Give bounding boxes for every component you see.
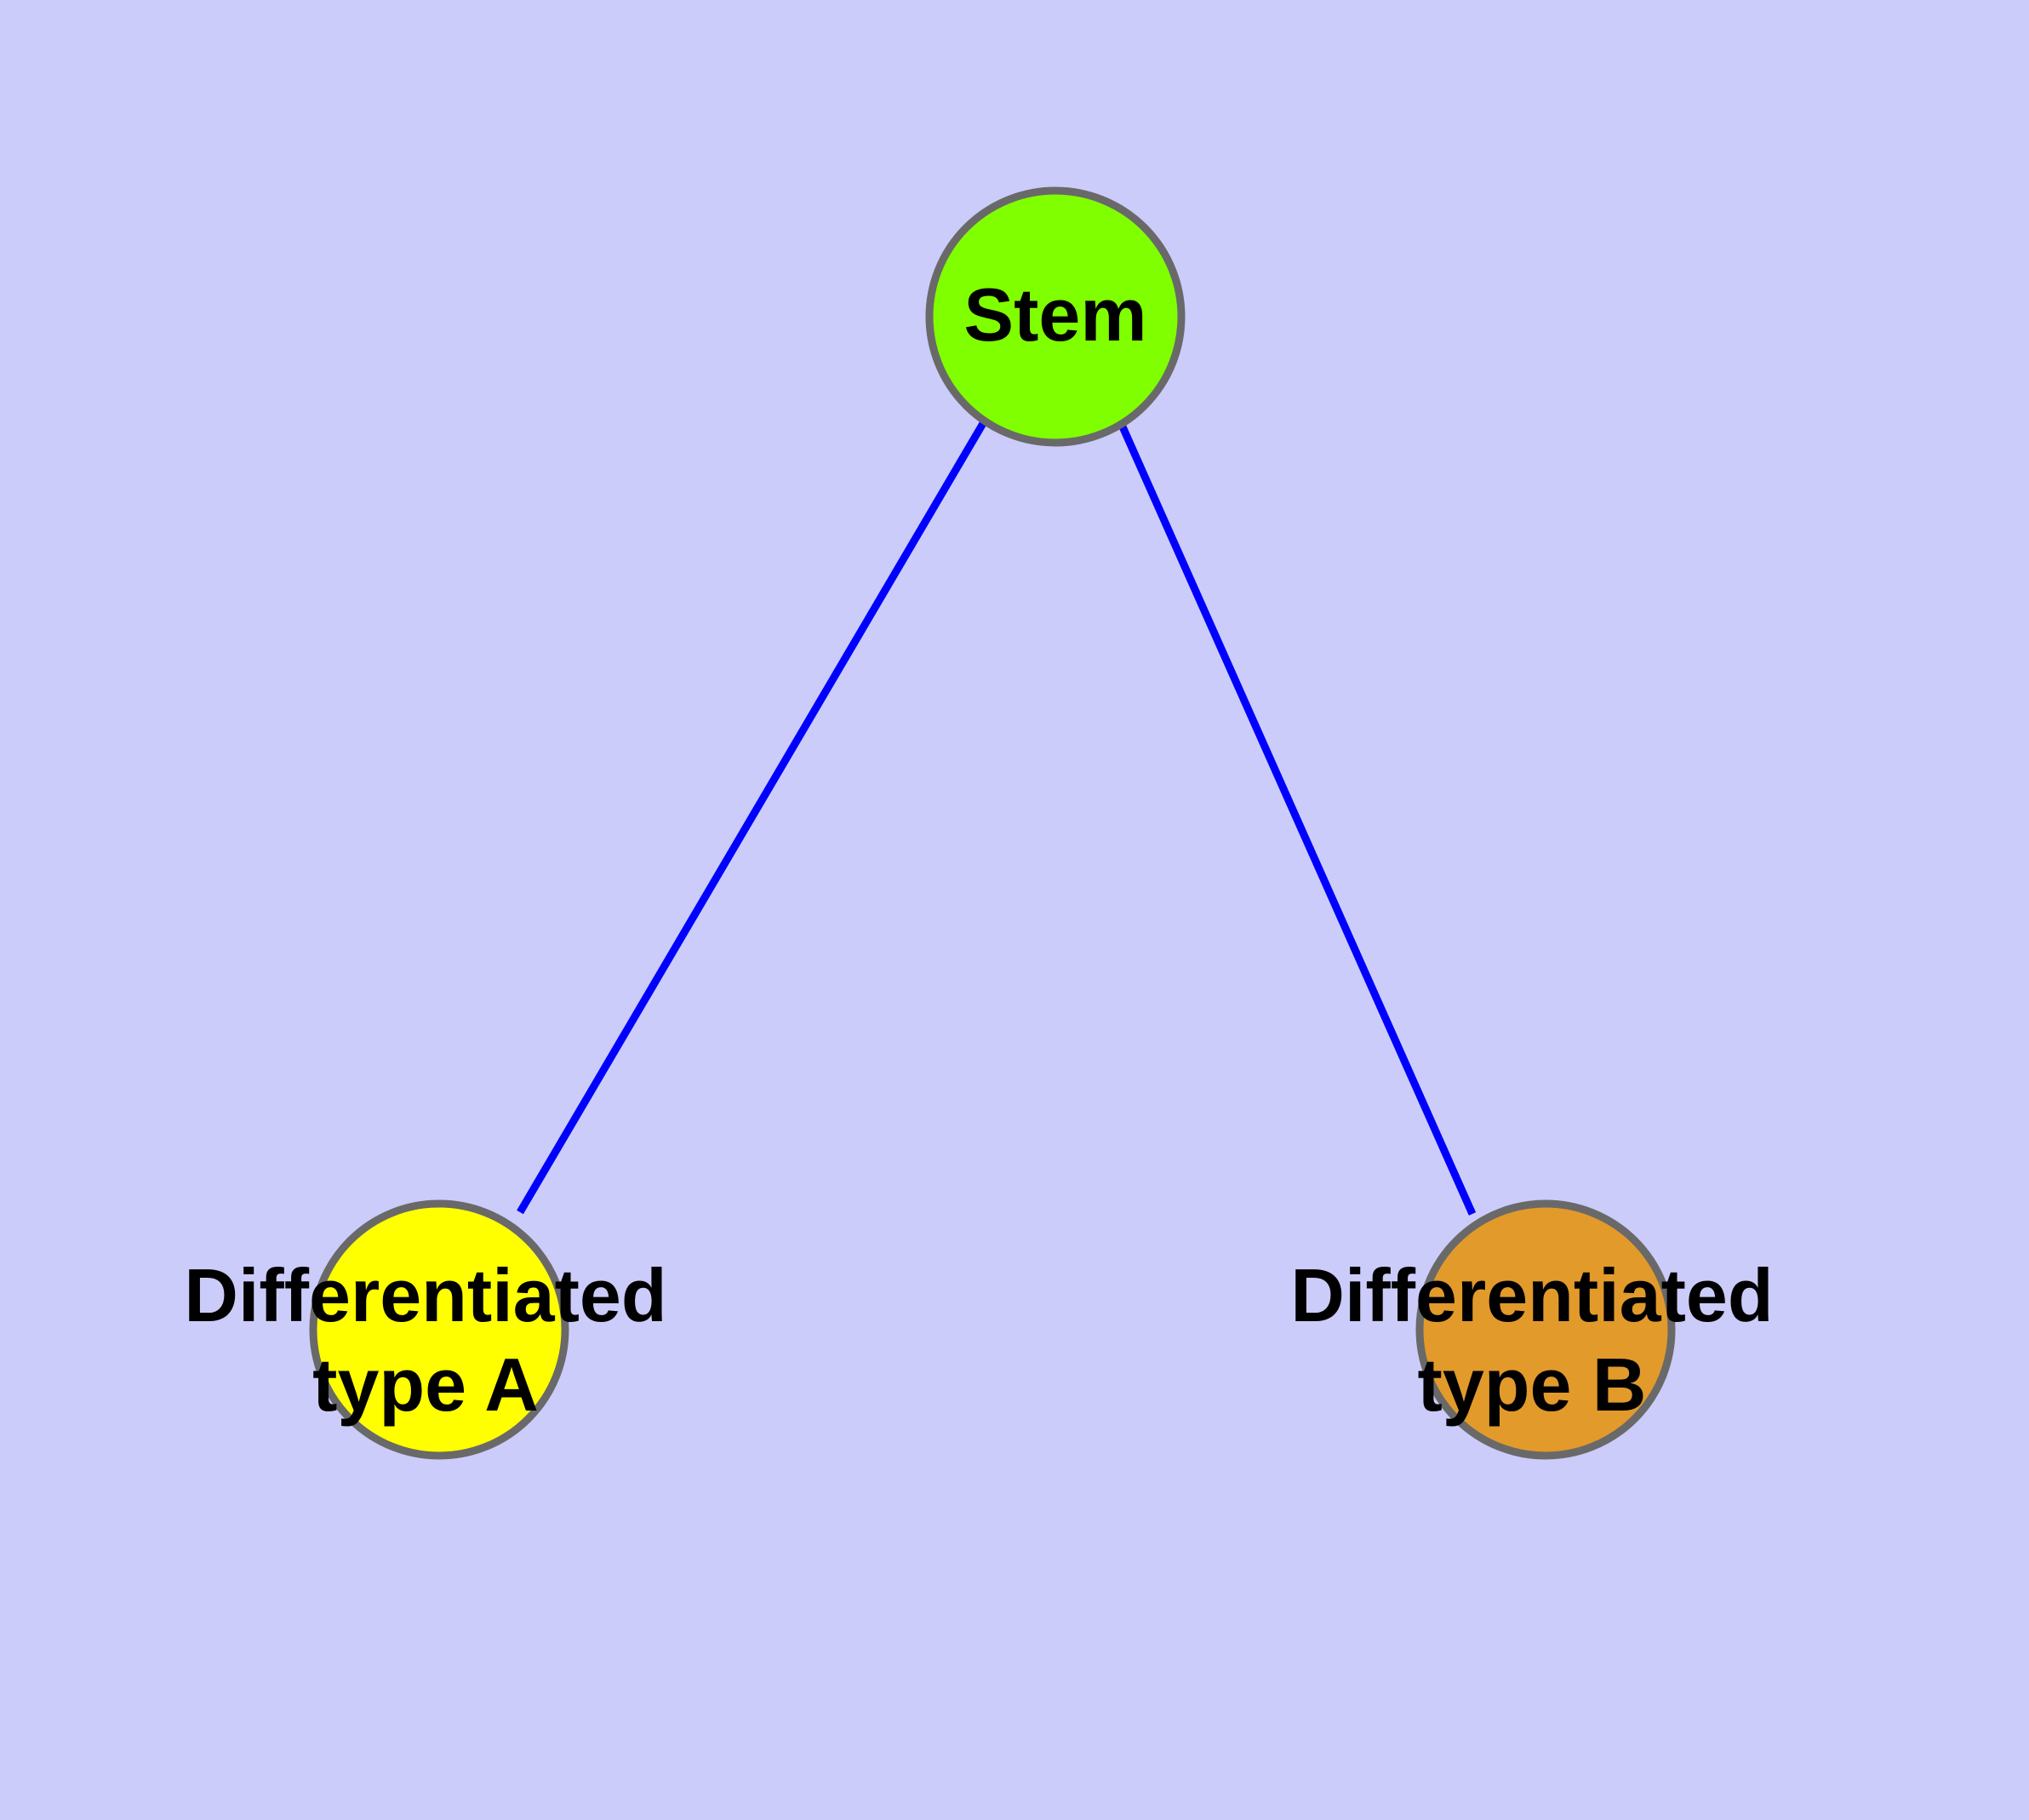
node-label-diff-b-line-2: type B xyxy=(1418,1342,1647,1427)
node-circle-diff-a[interactable] xyxy=(309,1199,569,1460)
node-circle-stem[interactable] xyxy=(925,186,1186,447)
node-label-diff-a-line-2: type A xyxy=(312,1342,539,1427)
graph-node-stem[interactable]: Stem xyxy=(925,186,1186,447)
graph-edge-stem-to-diff-b[interactable] xyxy=(1117,423,1477,1216)
edges-group xyxy=(517,418,1477,1216)
node-label-diff-a-line-1: Differentiated xyxy=(184,1253,666,1337)
node-circle-diff-b[interactable] xyxy=(1415,1199,1676,1460)
node-label-stem-line-1: Stem xyxy=(963,272,1146,357)
node-label-diff-b-line-1: Differentiated xyxy=(1290,1253,1773,1337)
graph-edge-stem-to-diff-a[interactable] xyxy=(517,418,988,1215)
